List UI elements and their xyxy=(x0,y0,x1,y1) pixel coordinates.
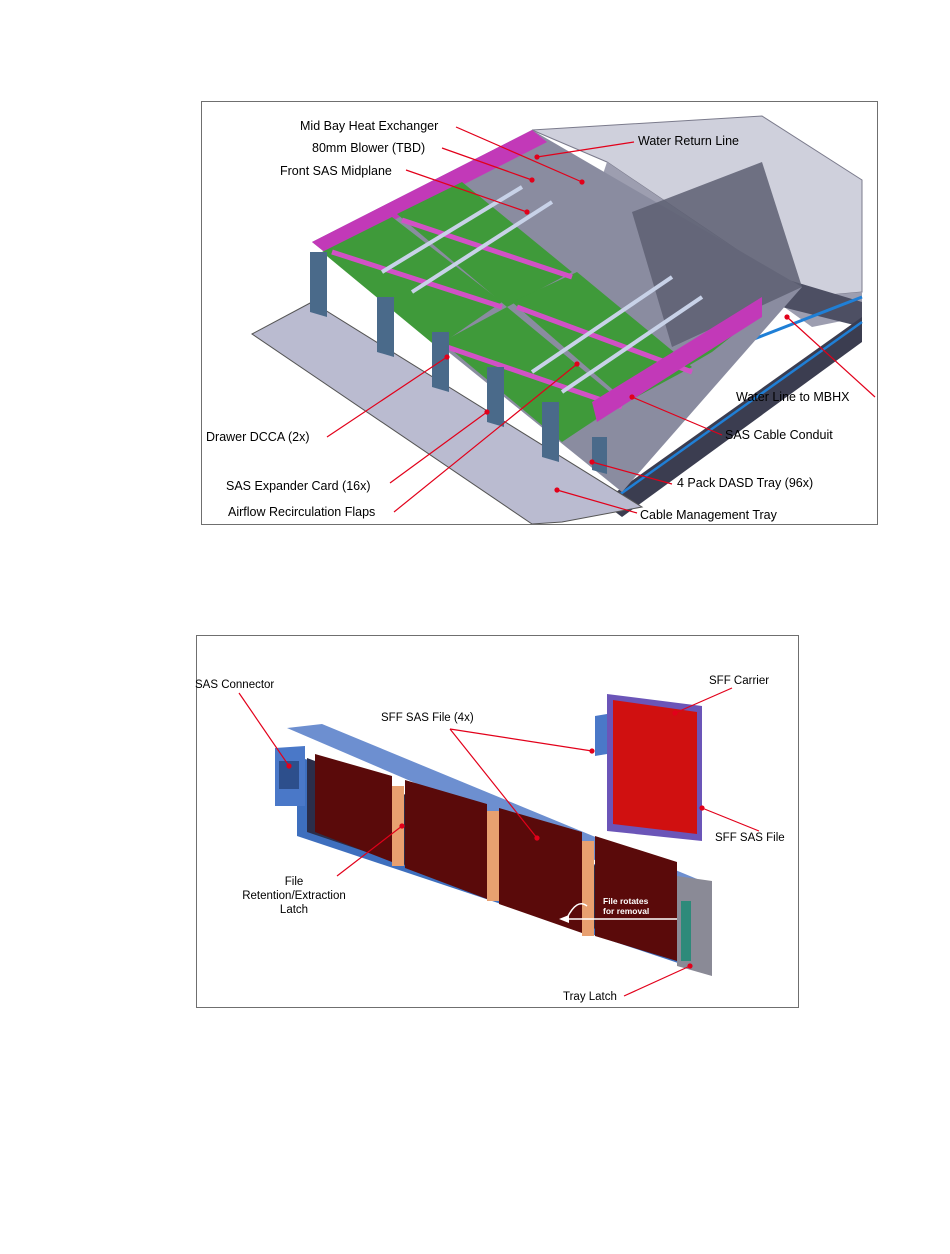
label-dasd-tray: 4 Pack DASD Tray (96x) xyxy=(677,476,814,490)
label-blower: 80mm Blower (TBD) xyxy=(312,141,426,155)
label-sas-expander-card: SAS Expander Card (16x) xyxy=(226,479,371,493)
label-front-sas-midplane: Front SAS Midplane xyxy=(280,164,392,178)
figure1-leader-lines xyxy=(326,126,876,514)
label-drawer-dcca: Drawer DCCA (2x) xyxy=(206,430,310,444)
label-cable-management-tray: Cable Management Tray xyxy=(640,508,777,522)
label-sff-carrier: SFF Carrier xyxy=(709,675,770,687)
label-tray-latch: Tray Latch xyxy=(563,991,617,1003)
label-water-line-to-mbhx: Water Line to MBHX xyxy=(736,390,850,404)
label-sas-cable-conduit: SAS Cable Conduit xyxy=(725,428,833,442)
drawer-illustration xyxy=(251,115,876,524)
dasd-tray-illustration xyxy=(238,687,760,997)
label-airflow-flaps: Airflow Recirculation Flaps xyxy=(228,505,376,519)
drawer-diagram: Mid Bay Heat Exchanger 80mm Blower (TBD)… xyxy=(201,101,878,525)
label-file-retention-latch: File Retention/Extraction Latch xyxy=(242,876,346,916)
dasd-tray-diagram: SAS Connector SFF SAS File (4x) SFF Carr… xyxy=(195,635,799,1008)
figure2-leader-lines xyxy=(238,687,760,997)
drive-bays xyxy=(322,182,762,442)
label-sff-sas-file-4x: SFF SAS File (4x) xyxy=(381,712,474,724)
label-file-rotates: File rotates for removal xyxy=(603,896,650,916)
label-sff-sas-file: SFF SAS File xyxy=(715,832,785,844)
label-water-return-line: Water Return Line xyxy=(638,134,739,148)
sff-carrier-drive xyxy=(595,694,702,841)
drive-slots xyxy=(315,754,677,961)
label-sas-connector: SAS Connector xyxy=(195,679,275,691)
label-mid-bay-heat-exchanger: Mid Bay Heat Exchanger xyxy=(300,119,439,133)
